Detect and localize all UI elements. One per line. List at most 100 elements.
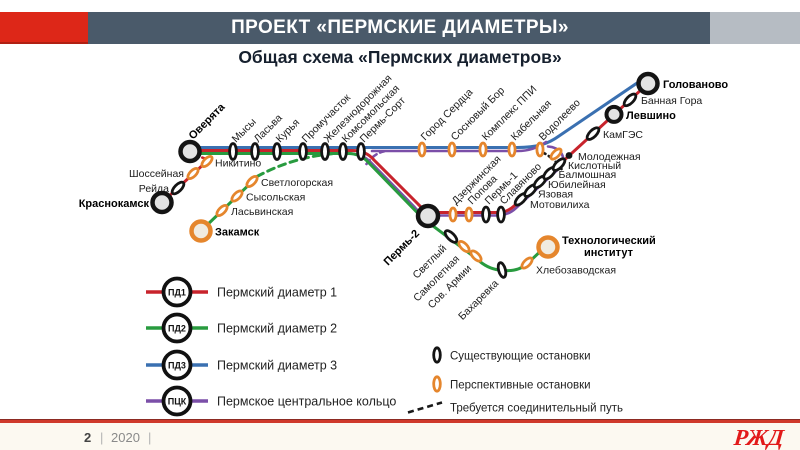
station-kamges: КамГЭС [585, 126, 643, 141]
station-marker [178, 139, 202, 164]
legend-item-pd3: ПД3 Пермский диаметр 3 [146, 349, 337, 381]
footer: 2 | 2020 | РЖД [0, 423, 800, 450]
station-label: Технологический [562, 235, 656, 247]
footer-separator: | [100, 430, 104, 445]
station-marker [230, 189, 244, 203]
station-motovilikha: Мотовилиха [513, 191, 590, 211]
station-label: Мотовилиха [530, 199, 590, 211]
station-marker [298, 142, 308, 161]
station-label: Светлогорская [261, 177, 333, 189]
footer-divider [0, 419, 800, 423]
legend-dashed-sample [407, 401, 443, 414]
station-label: Никитино [215, 158, 261, 170]
station-marker [507, 141, 517, 158]
legend-stops: Существующие остановки Перспективные ост… [407, 346, 623, 415]
station-marker [535, 141, 545, 158]
header-red-accent [0, 12, 88, 44]
station-label: Мысы [230, 116, 259, 145]
station-label: Закамск [215, 227, 260, 239]
legend-item-existing-stops: Существующие остановки [432, 346, 591, 364]
station-marker-junction-perspective [549, 147, 563, 161]
legend-badge-circle [161, 349, 193, 381]
station-marker [415, 203, 441, 229]
header-gray-accent [710, 12, 800, 44]
station-marker [356, 142, 366, 161]
station-nikitino: Никитино [200, 155, 261, 170]
legend-label: Существующие остановки [450, 351, 591, 363]
legend-label: Перспективные остановки [450, 380, 591, 392]
station-krasnokamsk: Краснокамск [79, 190, 174, 215]
station-label: Ласьвинская [231, 206, 293, 218]
station-marker [448, 206, 458, 223]
station-marker [200, 155, 214, 168]
station-label: Бахаревка [456, 278, 501, 323]
station-marker [447, 141, 457, 158]
station-kislotny: Кислотный [551, 157, 621, 172]
station-marker [250, 142, 260, 161]
station-label: Хлебозаводская [536, 265, 616, 277]
station-marker [469, 249, 483, 263]
legend-label: Пермский диаметр 1 [217, 286, 337, 300]
station-label: Пермь-2 [382, 228, 423, 269]
station-label: Шоссейная [129, 168, 184, 180]
station-label: Язовая [538, 189, 573, 201]
station-marker [536, 235, 560, 259]
footer-year: 2020 [111, 430, 140, 445]
station-label: Кислотный [568, 160, 621, 172]
legend-label: Пермский диаметр 3 [217, 359, 337, 373]
map-subtitle: Общая схема «Пермских диаметров» [238, 47, 562, 67]
station-marker [215, 204, 229, 217]
station-label: Юбилейная [548, 179, 606, 191]
station-shosseynaya: Шоссейная [129, 167, 200, 180]
legend-badge: ПД3 [168, 361, 186, 371]
station-label: Оверята [187, 101, 228, 142]
station-tekhnologichesky-institut: Технологический институт [536, 235, 656, 259]
station-label: Сосновый Бор [449, 84, 508, 143]
legend-badge: ПД1 [168, 288, 186, 298]
legend-badge-circle [161, 312, 193, 344]
station-marker [565, 152, 573, 159]
station-marker [338, 142, 348, 161]
station-marker [604, 104, 624, 124]
legend-item-pd1: ПД1 Пермский диаметр 1 [146, 276, 337, 308]
station-marker [150, 190, 174, 215]
station-label: Голованово [663, 79, 728, 91]
footer-separator: | [148, 430, 152, 445]
station-label: Молодежная [578, 151, 641, 163]
legend-badge-circle [161, 276, 193, 308]
station-marker [481, 205, 491, 224]
station-marker [170, 180, 186, 196]
station-marker [585, 126, 601, 141]
station-svetlogorskaya: Светлогорская [245, 175, 333, 189]
station-marker [320, 142, 330, 161]
station-golovanovo: Голованово [636, 71, 728, 96]
station-label: КамГЭС [603, 129, 643, 141]
top-strip [0, 0, 800, 12]
station-label: Банная Гора [641, 95, 702, 107]
station-marker [443, 229, 459, 244]
station-khlebozavodskaya: Хлебозаводская [520, 256, 616, 277]
legend-label: Требуется соединительный путь [450, 403, 623, 415]
station-marker [457, 240, 471, 253]
station-label: Балмошная [559, 169, 617, 181]
station-label: Сысольская [246, 192, 305, 204]
legend-lines: ПД1 Пермский диаметр 1 ПД2 Пермский диам… [146, 276, 396, 417]
station-marker [496, 261, 508, 279]
station-marker [189, 219, 213, 243]
rzd-logo: РЖД [733, 425, 786, 450]
legend-existing-marker [432, 346, 442, 364]
station-marker [622, 92, 638, 108]
station-zakamsk: Закамск [189, 219, 260, 243]
legend-badge: ПЦК [168, 397, 187, 407]
page-title: ПРОЕКТ «ПЕРМСКИЕ ДИАМЕТРЫ» [231, 17, 569, 38]
legend-item-pd2: ПД2 Пермский диаметр 2 [146, 312, 337, 344]
station-marker [496, 205, 506, 224]
legend-item-connector-track: Требуется соединительный путь [407, 401, 623, 415]
station-label: Краснокамск [79, 198, 150, 210]
station-marker [636, 71, 660, 96]
connector-dashed-pd2 [255, 152, 334, 178]
station-marker [464, 206, 474, 223]
legend-perspective-marker [432, 375, 442, 393]
